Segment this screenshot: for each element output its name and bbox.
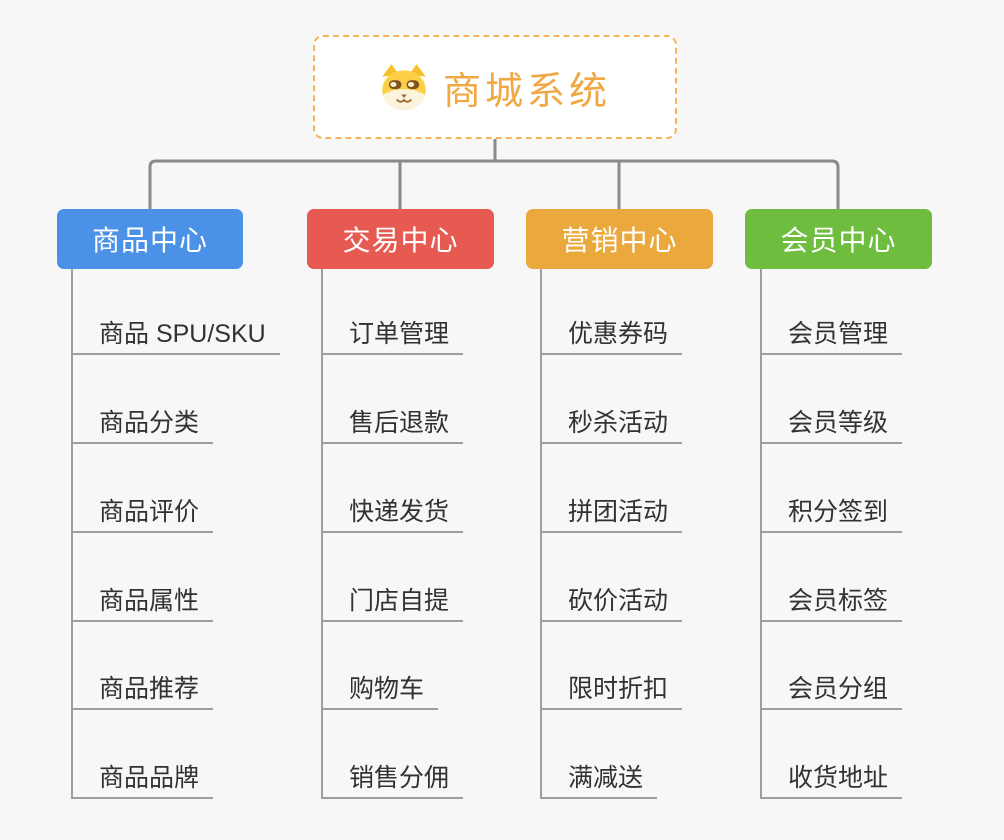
shiba-dog-icon — [382, 64, 426, 110]
leaf-topic[interactable]: 会员分组 — [760, 674, 903, 710]
leaf-topic[interactable]: 商品品牌 — [71, 763, 214, 799]
leaf-topic[interactable]: 会员标签 — [760, 586, 903, 622]
branch-trunk-line — [321, 269, 323, 799]
leaf-topic[interactable]: 订单管理 — [321, 319, 464, 355]
leaf-topic[interactable]: 优惠券码 — [540, 319, 683, 355]
branch-trunk-line — [540, 269, 542, 799]
branch-trade-center[interactable]: 交易中心 — [307, 209, 494, 269]
leaf-topic[interactable]: 门店自提 — [321, 586, 464, 622]
branch-trunk-line — [71, 269, 73, 799]
leaf-topic[interactable]: 售后退款 — [321, 408, 464, 444]
root-topic-label: 商城系统 — [442, 70, 611, 113]
leaf-topic[interactable]: 销售分佣 — [321, 763, 464, 799]
leaf-topic[interactable]: 商品 SPU/SKU — [71, 319, 280, 355]
branch-trunk-line — [760, 269, 762, 799]
leaf-topic[interactable]: 会员管理 — [760, 319, 903, 355]
root-topic[interactable]: 商城系统 — [313, 35, 677, 139]
leaf-topic[interactable]: 商品评价 — [71, 497, 214, 533]
leaf-topic[interactable]: 会员等级 — [760, 408, 903, 444]
leaf-topic[interactable]: 商品推荐 — [71, 674, 214, 710]
leaf-topic[interactable]: 商品分类 — [71, 408, 214, 444]
branch-product-center[interactable]: 商品中心 — [57, 209, 243, 269]
leaf-topic[interactable]: 砍价活动 — [540, 586, 683, 622]
leaf-topic[interactable]: 积分签到 — [760, 497, 903, 533]
leaf-topic[interactable]: 拼团活动 — [540, 497, 683, 533]
leaf-topic[interactable]: 购物车 — [321, 674, 439, 710]
branch-marketing-center[interactable]: 营销中心 — [526, 209, 713, 269]
leaf-topic[interactable]: 限时折扣 — [540, 674, 683, 710]
leaf-topic[interactable]: 收货地址 — [760, 763, 903, 799]
leaf-topic[interactable]: 商品属性 — [71, 586, 214, 622]
leaf-topic[interactable]: 秒杀活动 — [540, 408, 683, 444]
leaf-topic[interactable]: 快递发货 — [321, 497, 464, 533]
branch-member-center[interactable]: 会员中心 — [745, 209, 932, 269]
leaf-topic[interactable]: 满减送 — [540, 763, 658, 799]
